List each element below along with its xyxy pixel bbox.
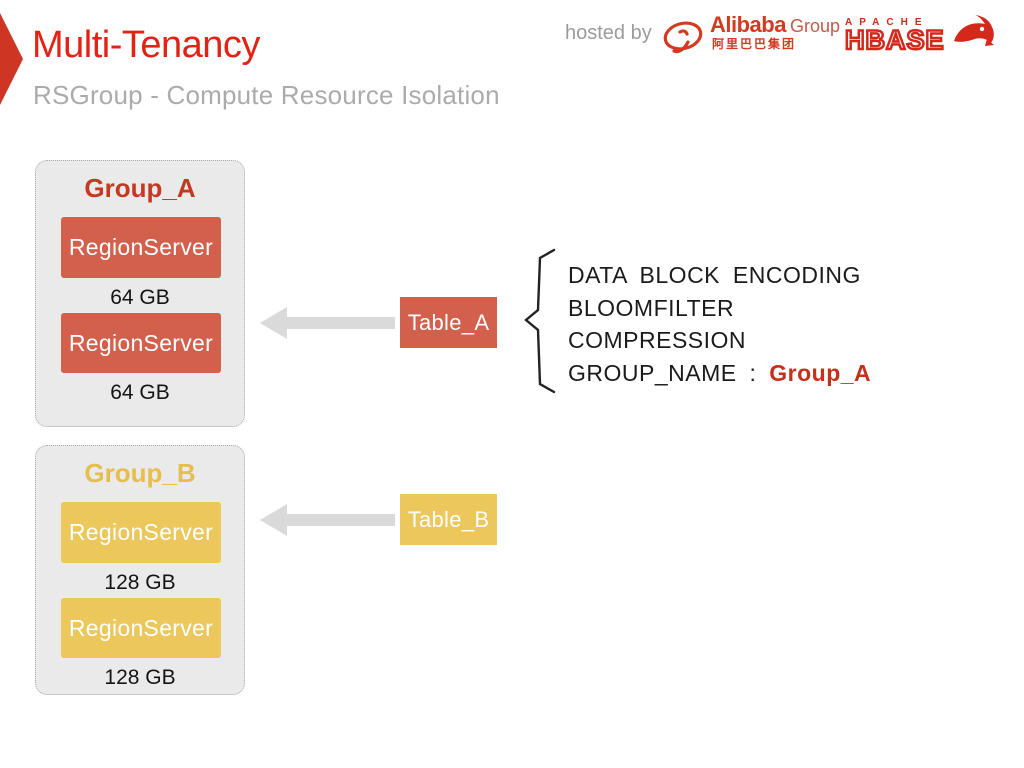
group-b-regionserver-1: RegionServer xyxy=(61,502,221,563)
group-a-panel: Group_A RegionServer 64 GB RegionServer … xyxy=(35,160,245,427)
group-b-title: Group_B xyxy=(84,458,196,488)
apache-label: APACHE xyxy=(845,16,929,28)
property-bloomfilter: BLOOMFILTER xyxy=(568,294,735,321)
group-b-memory-2: 128 GB xyxy=(104,666,176,689)
table-a-to-group-a-arrow-icon xyxy=(260,305,395,346)
table-b-to-group-b-arrow-icon xyxy=(260,502,395,543)
apache-hbase-logo: APACHE HBASE xyxy=(844,15,995,55)
hosted-by-label: hosted by xyxy=(565,22,652,44)
property-data-block-encoding: DATA BLOCK ENCODING xyxy=(568,262,861,288)
page-title: Multi-Tenancy xyxy=(32,24,260,66)
group-name-label: GROUP_NAME : xyxy=(568,359,757,386)
left-brace-icon xyxy=(520,248,560,399)
group-b-memory-1: 128 GB xyxy=(104,571,176,594)
alibaba-a-mark-icon xyxy=(660,20,706,65)
table-b-box: Table_B xyxy=(400,494,497,545)
table-properties-list: DATA BLOCK ENCODING BLOOMFILTER COMPRESS… xyxy=(568,259,871,389)
hbase-label: HBASE xyxy=(844,24,945,55)
alibaba-chinese-label: 阿里巴巴集团 xyxy=(712,37,797,51)
slide-accent-chevron-icon xyxy=(0,13,23,105)
table-a-box: Table_A xyxy=(400,297,497,348)
property-compression: COMPRESSION xyxy=(568,327,747,353)
group-b-regionserver-2: RegionServer xyxy=(61,598,221,658)
group-b-panel: Group_B RegionServer 128 GB RegionServer… xyxy=(35,445,245,695)
group-a-memory-1: 64 GB xyxy=(110,286,170,309)
orca-icon xyxy=(951,15,995,54)
group-name-value: Group_A xyxy=(769,359,872,386)
property-group-name: GROUP_NAME : Group_A xyxy=(568,357,871,390)
group-a-memory-2: 64 GB xyxy=(110,381,170,404)
group-a-title: Group_A xyxy=(84,173,196,203)
alibaba-group-label: Group xyxy=(789,16,840,36)
group-a-regionserver-2: RegionServer xyxy=(61,313,221,373)
alibaba-name-label: Alibaba xyxy=(710,12,786,37)
group-a-regionserver-1: RegionServer xyxy=(61,217,221,278)
page-subtitle: RSGroup - Compute Resource Isolation xyxy=(33,80,500,110)
